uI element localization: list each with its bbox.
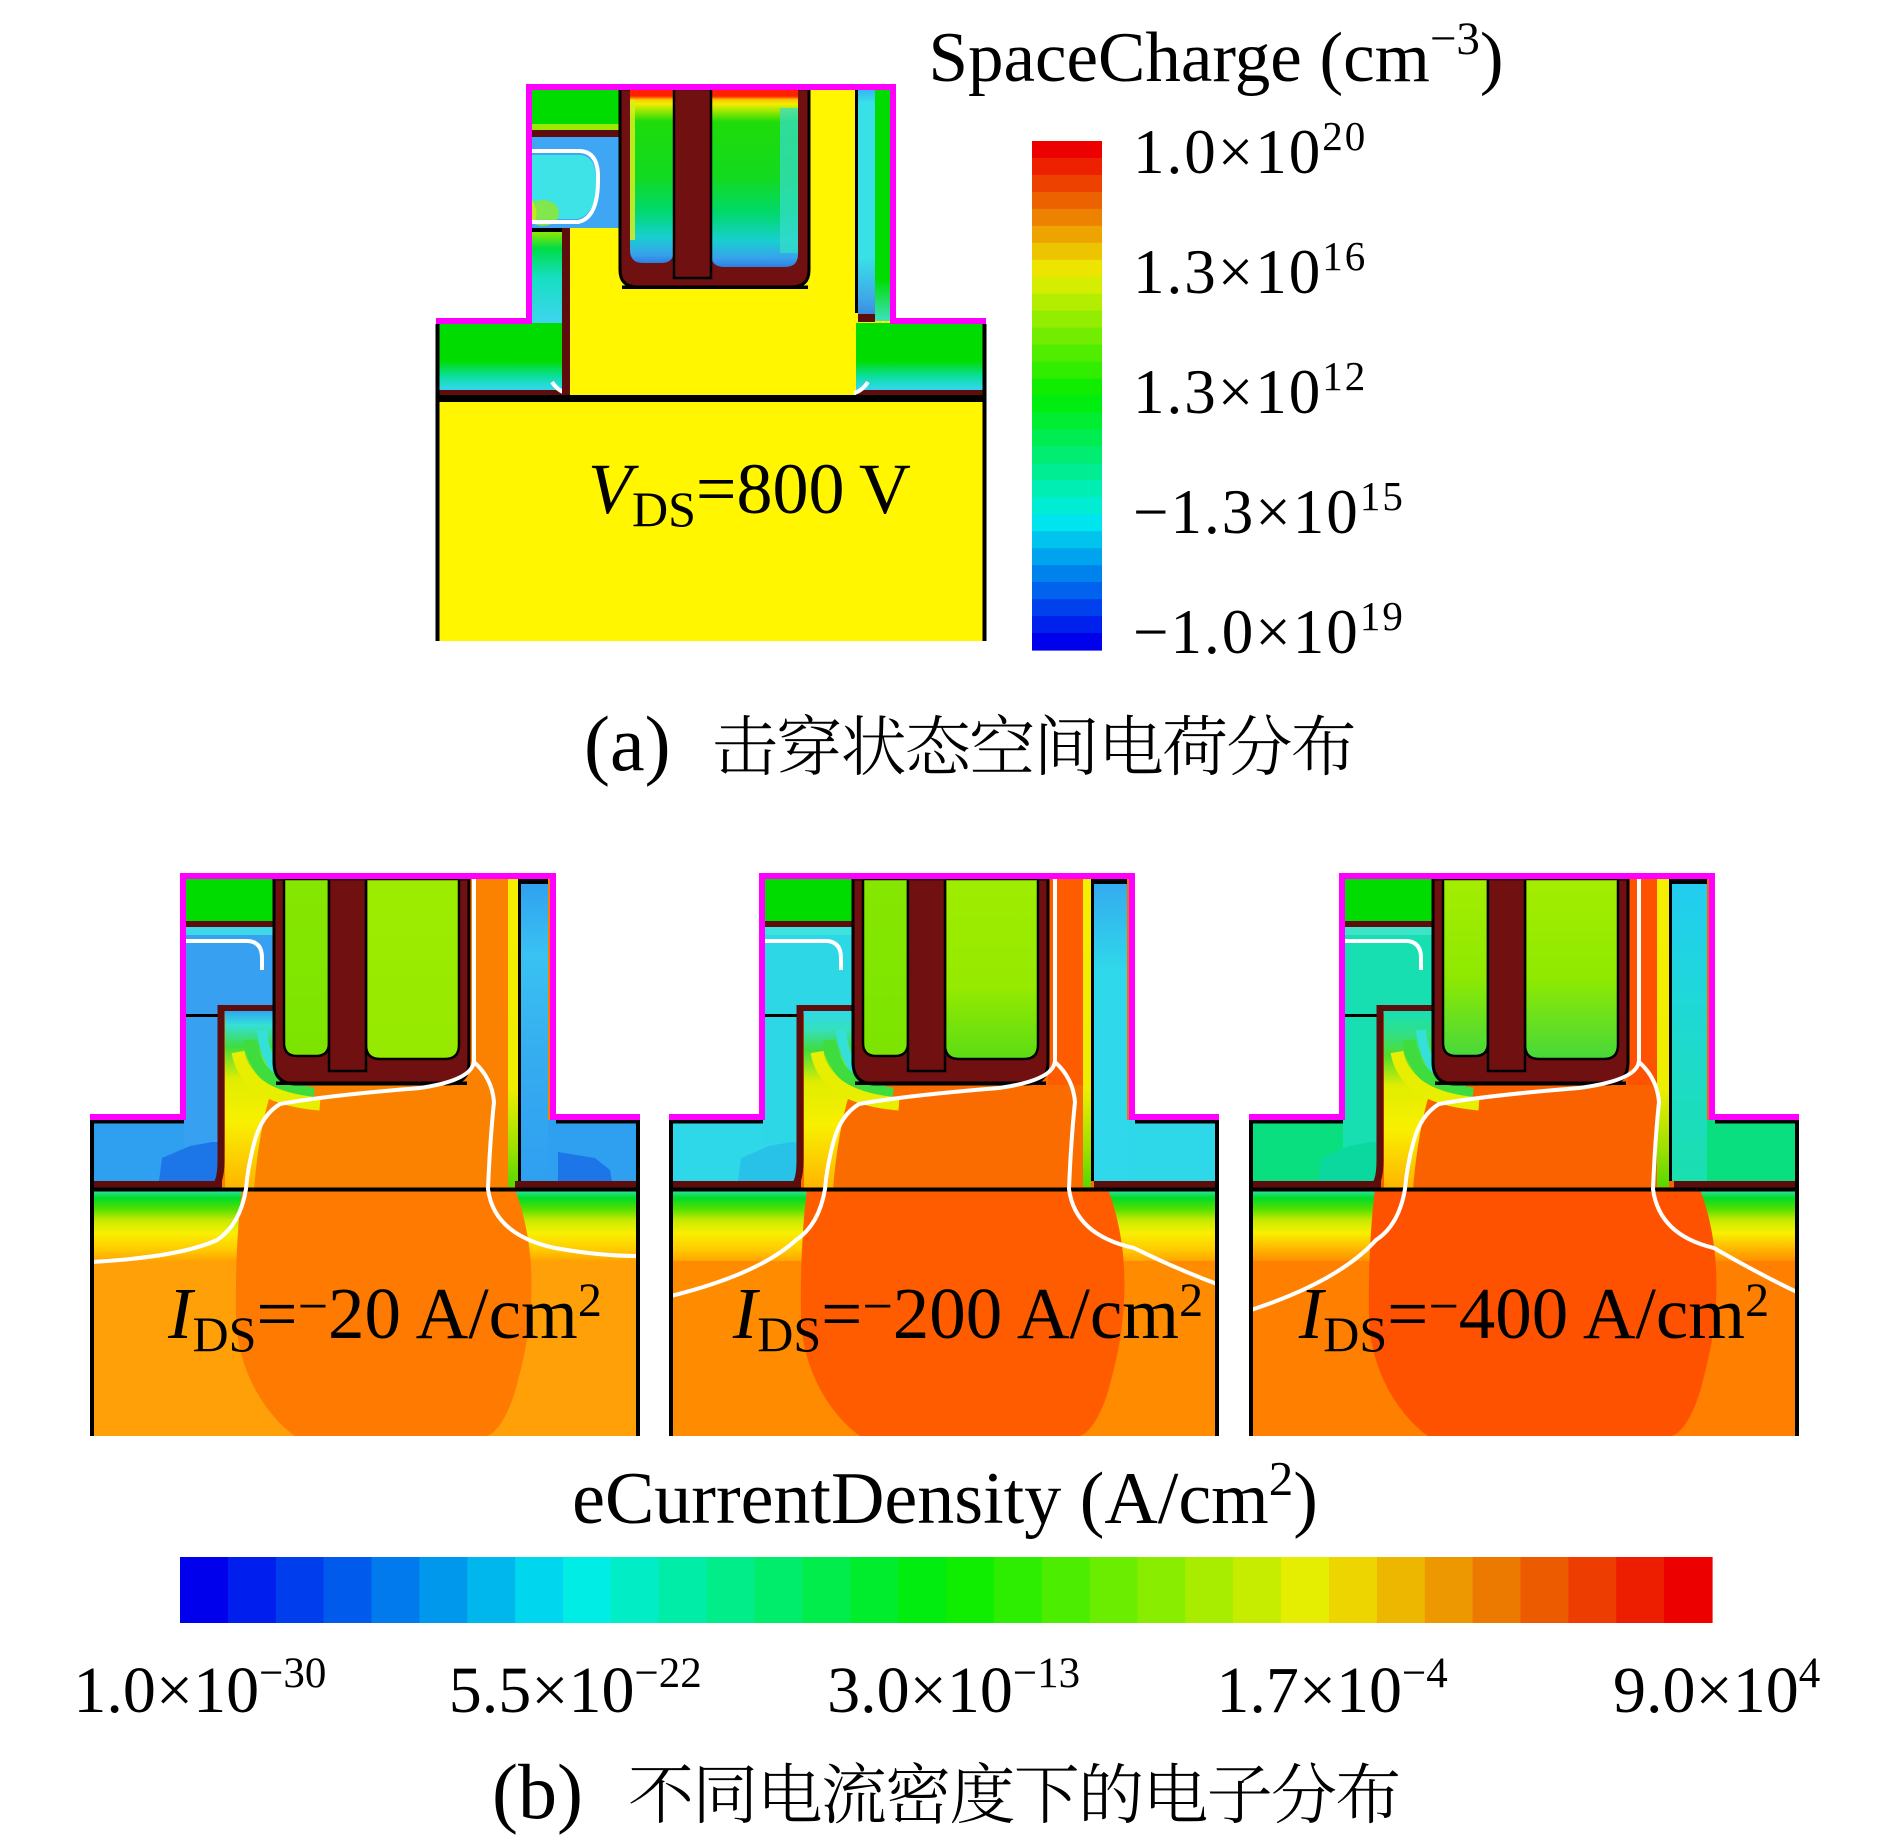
svg-text:−1.3×1015: −1.3×1015 [1133, 473, 1405, 547]
svg-text:SpaceCharge (cm−3): SpaceCharge (cm−3) [928, 13, 1503, 97]
svg-text:VDS=800 V: VDS=800 V [588, 449, 911, 537]
svg-text:(b): (b) [492, 1748, 583, 1835]
svg-text:IDS=−20 A/cm2: IDS=−20 A/cm2 [167, 1273, 602, 1362]
svg-text:−1.0×1019: −1.0×1019 [1133, 593, 1405, 667]
svg-text:IDS=−200 A/cm2: IDS=−200 A/cm2 [732, 1273, 1203, 1362]
svg-text:IDS=−400 A/cm2: IDS=−400 A/cm2 [1298, 1273, 1769, 1362]
svg-text:eCurrentDensity (A/cm2): eCurrentDensity (A/cm2) [572, 1451, 1318, 1540]
svg-text:9.0×104: 9.0×104 [1613, 1650, 1820, 1727]
svg-text:(a): (a) [584, 700, 671, 787]
